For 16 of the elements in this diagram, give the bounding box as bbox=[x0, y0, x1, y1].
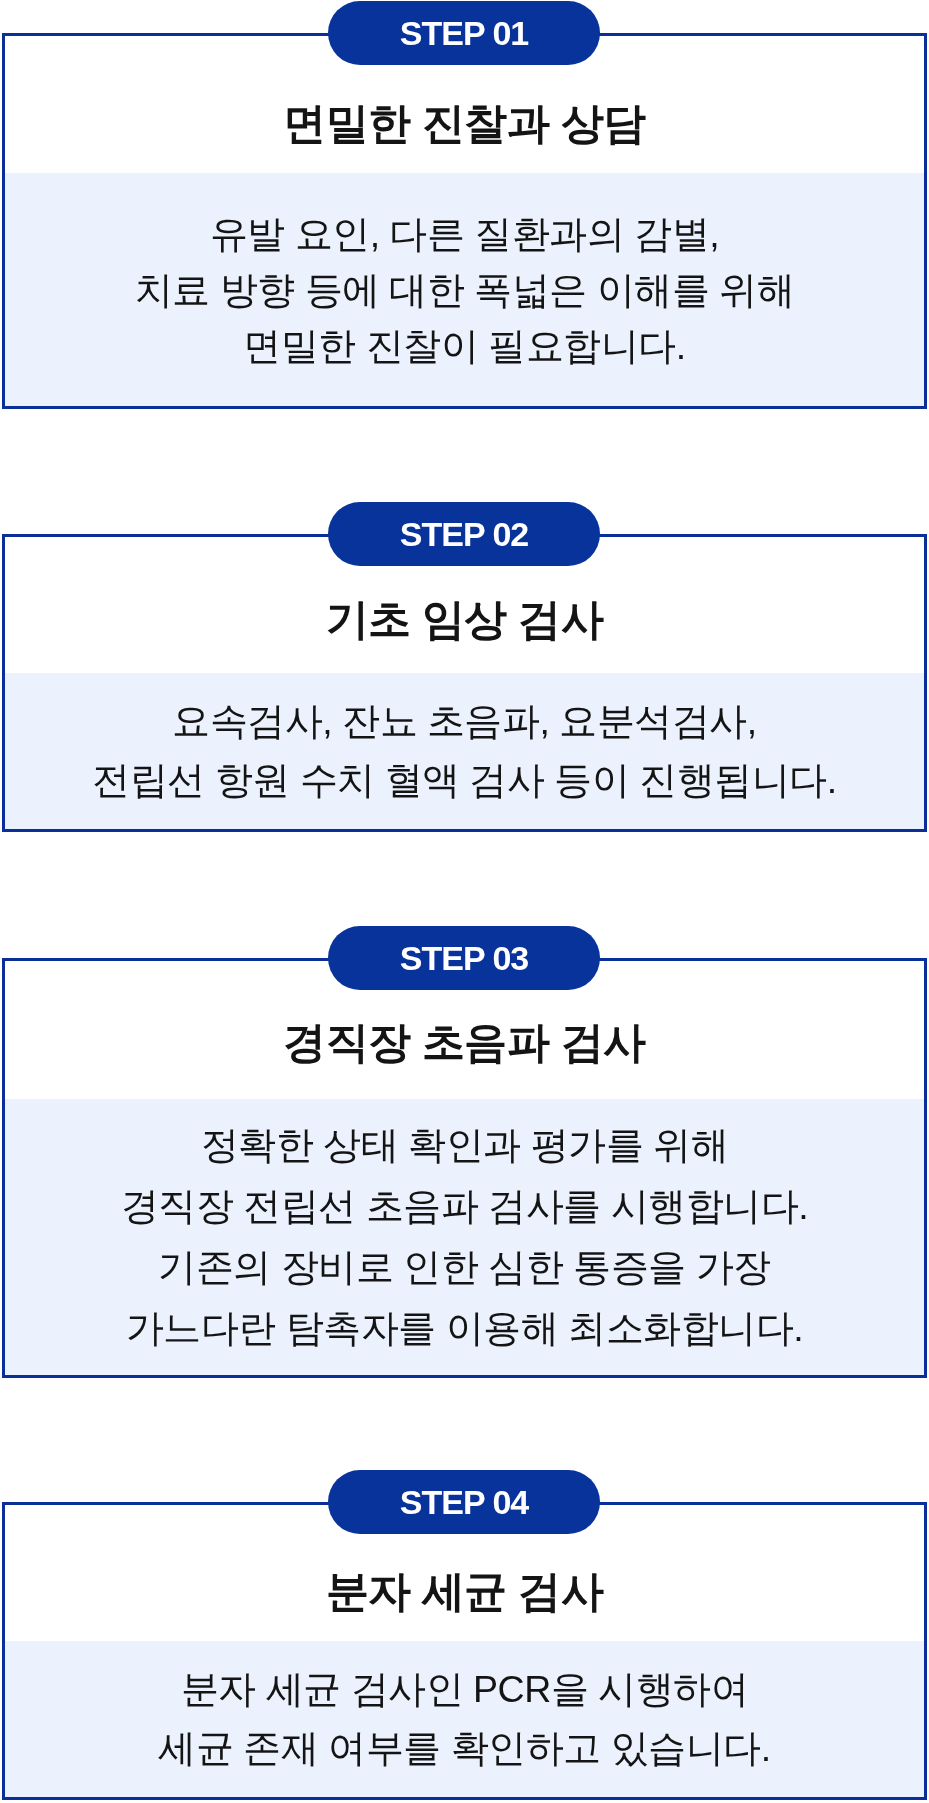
description-panel bbox=[5, 1099, 924, 1375]
step-description: 요속검사, 잔뇨 초음파, 요분석검사, 전립선 항원 수치 혈액 검사 등이 진행됩니다. bbox=[92, 699, 837, 803]
step-badge: STEP 04 bbox=[328, 1470, 600, 1534]
step-title: 면밀한 진찰과 상담 bbox=[283, 98, 646, 150]
step-badge: STEP 03 bbox=[328, 926, 600, 990]
step-description: 분자 세균 검사인 PCR을 시행하여 세균 존재 여부를 확인하고 있습니다. bbox=[158, 1667, 771, 1771]
description-panel bbox=[5, 1641, 924, 1797]
step-title: 기초 임상 검사 bbox=[325, 594, 604, 646]
step-badge: STEP 02 bbox=[328, 502, 600, 566]
step-title: 분자 세균 검사 bbox=[325, 1566, 604, 1618]
step-description: 유발 요인, 다른 질환과의 감별, 치료 방향 등에 대한 폭넓은 이해를 위해 면밀한 진찰이 필요합니다. bbox=[134, 211, 795, 369]
step-badge: STEP 01 bbox=[328, 1, 600, 65]
description-panel bbox=[5, 173, 924, 406]
description-panel bbox=[5, 673, 924, 829]
step-description: 정확한 상태 확인과 평가를 위해 경직장 전립선 초음파 검사를 시행합니다. 기존의 장비로 인한 심한 통증을 가장 가느다란 탐촉자를 이용해 최소화합니다. bbox=[120, 1123, 809, 1351]
step-title: 경직장 초음파 검사 bbox=[283, 1017, 646, 1069]
